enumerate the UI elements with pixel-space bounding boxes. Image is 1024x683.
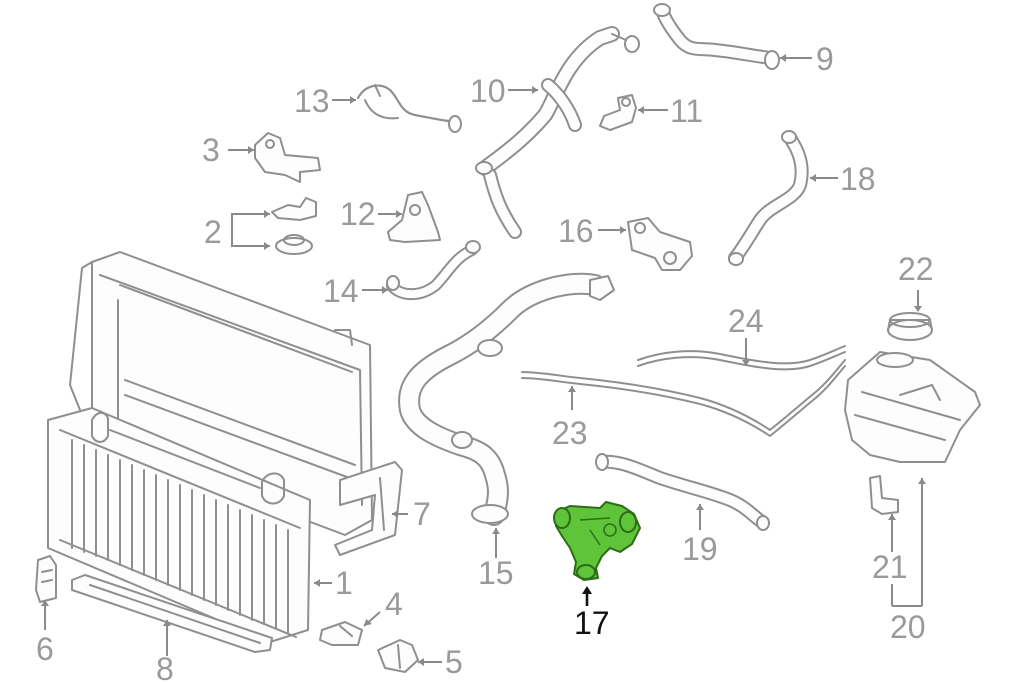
callout-6: 6 xyxy=(36,631,54,667)
connector-11 xyxy=(599,94,637,131)
housing-12 xyxy=(387,191,441,243)
callout-16: 16 xyxy=(558,213,594,249)
radiator-core xyxy=(47,407,311,643)
callout-13: 13 xyxy=(294,83,330,119)
callout-17: 17 xyxy=(574,605,610,641)
hose-9 xyxy=(653,3,780,70)
callout-4: 4 xyxy=(385,586,403,622)
hose-18 xyxy=(728,130,809,266)
hose-14 xyxy=(386,240,481,301)
callout-15: 15 xyxy=(478,555,514,591)
callout-5: 5 xyxy=(445,644,463,680)
air-deflector-8 xyxy=(71,574,273,653)
callout-19: 19 xyxy=(682,531,718,567)
pipe-23 xyxy=(521,359,846,437)
thermostat-housing-17 xyxy=(553,501,641,581)
callout-18: 18 xyxy=(840,161,876,197)
mount-3 xyxy=(254,132,321,183)
hose-10 xyxy=(475,26,640,239)
callout-7: 7 xyxy=(413,496,431,532)
callout-9: 9 xyxy=(816,41,834,77)
callout-24: 24 xyxy=(728,303,764,339)
callout-10: 10 xyxy=(470,73,506,109)
sensor-21 xyxy=(869,475,899,515)
callout-3: 3 xyxy=(202,132,220,168)
hose-19 xyxy=(595,453,770,531)
mount-bracket-6 xyxy=(35,555,57,603)
callout-labels: 1 2 3 4 5 6 7 8 9 10 11 12 13 14 15 16 1… xyxy=(36,41,934,683)
callout-2: 2 xyxy=(204,214,222,250)
expansion-tank-20 xyxy=(844,351,981,463)
hose-15 xyxy=(398,272,615,526)
callout-20: 20 xyxy=(890,609,926,645)
bracket-2 xyxy=(271,197,317,255)
callout-14: 14 xyxy=(323,273,359,309)
radiator-bracket-7 xyxy=(334,461,403,556)
clip-4 xyxy=(319,621,363,646)
callout-12: 12 xyxy=(340,196,376,232)
callout-22: 22 xyxy=(898,251,934,287)
callout-1: 1 xyxy=(335,565,353,601)
sensor-16 xyxy=(627,217,693,271)
callout-23: 23 xyxy=(552,415,588,451)
callout-8: 8 xyxy=(156,651,174,683)
callout-11: 11 xyxy=(670,93,703,129)
clip-5 xyxy=(377,639,419,673)
cap-22 xyxy=(887,312,933,341)
pipe-24 xyxy=(637,345,846,371)
callout-21: 21 xyxy=(872,549,908,585)
hose-13 xyxy=(357,84,462,133)
leader-lines xyxy=(41,54,926,666)
